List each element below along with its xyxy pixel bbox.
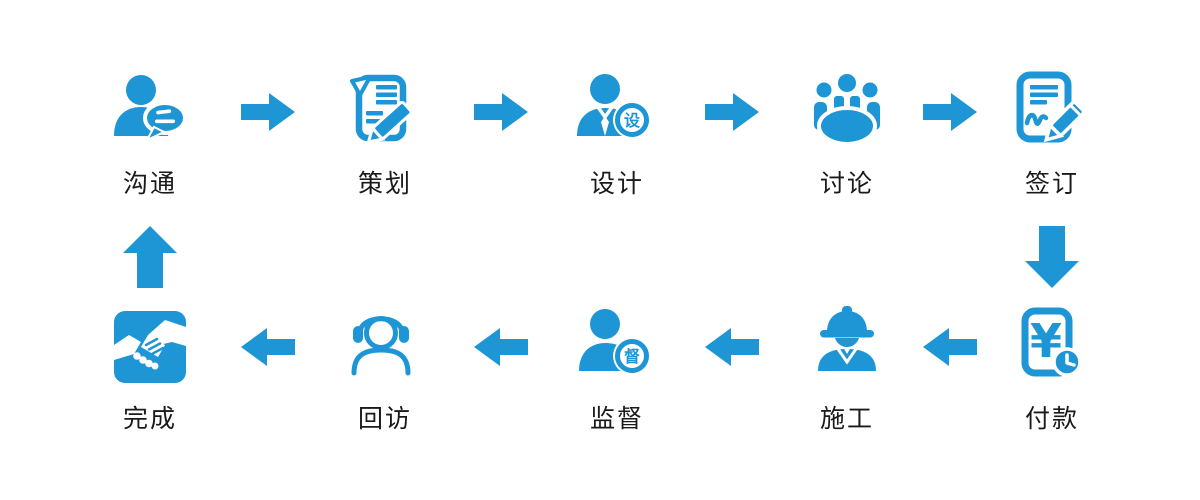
design-badge-text: 设 [624, 112, 641, 130]
handshake-icon [108, 305, 192, 389]
arrow-left-icon [922, 305, 977, 455]
arrow-right-icon [922, 70, 977, 220]
contract-signing-icon [1010, 70, 1094, 154]
meeting-group-icon [805, 70, 889, 154]
arrow-left-icon [225, 305, 310, 455]
step-completion: 完成 [75, 305, 225, 455]
step-supervision: 督 监督 [542, 305, 692, 455]
step-payment: ¥ 付款 [977, 305, 1127, 455]
workflow-grid: 沟通 策划 [75, 70, 1127, 455]
person-chat-icon [108, 70, 192, 154]
construction-worker-icon [805, 305, 889, 389]
step-planning: 策划 [310, 70, 460, 220]
step-label: 监督 [589, 405, 644, 433]
step-follow-up: 回访 [310, 305, 460, 455]
arrow-down-icon [977, 220, 1127, 305]
headset-person-icon [343, 305, 427, 389]
arrow-right-icon [460, 70, 542, 220]
supervision-badge-text: 督 [624, 347, 640, 366]
arrow-up-icon [75, 220, 225, 305]
step-label: 付款 [1024, 405, 1079, 433]
arrow-left-icon [460, 305, 542, 455]
step-communication: 沟通 [75, 70, 225, 220]
arrow-right-icon [692, 70, 772, 220]
step-label: 签订 [1024, 170, 1079, 198]
step-label: 设计 [589, 170, 644, 198]
step-construction: 施工 [772, 305, 922, 455]
arrow-right-icon [225, 70, 310, 220]
step-discussion: 讨论 [772, 70, 922, 220]
step-signing: 签订 [977, 70, 1127, 220]
step-label: 讨论 [819, 170, 874, 198]
step-label: 施工 [819, 405, 874, 433]
designer-person-icon: 设 [575, 70, 659, 154]
step-design: 设 设计 [542, 70, 692, 220]
arrow-left-icon [692, 305, 772, 455]
step-label: 策划 [357, 170, 412, 198]
step-label: 完成 [122, 405, 177, 433]
payment-clock-icon: ¥ [1010, 305, 1094, 389]
supervisor-person-icon: 督 [575, 305, 659, 389]
document-pencil-icon [343, 70, 427, 154]
step-label: 沟通 [122, 170, 177, 198]
step-label: 回访 [357, 405, 412, 433]
